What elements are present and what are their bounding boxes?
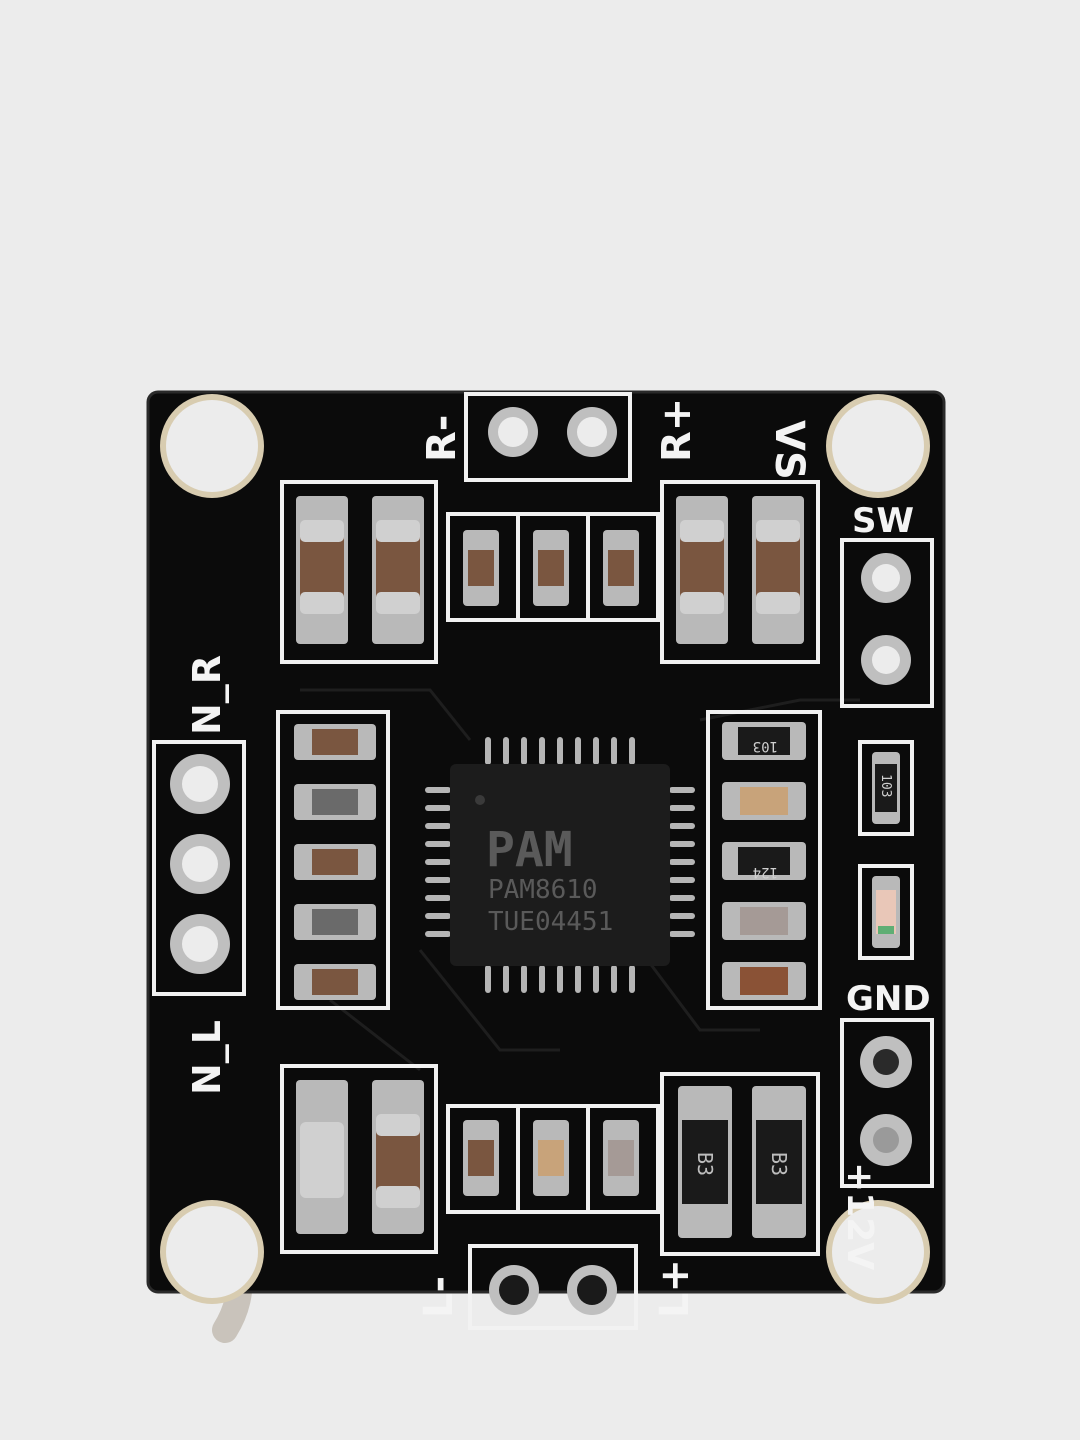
capacitor-group-top-middle bbox=[446, 512, 660, 622]
mounting-holes bbox=[160, 394, 930, 1304]
resistor-code: 103 bbox=[753, 738, 778, 754]
connector-power bbox=[840, 1018, 934, 1188]
label-n-l: N_L bbox=[185, 1020, 229, 1095]
label-plus-12v: +12V bbox=[839, 1162, 880, 1270]
mounting-hole bbox=[826, 394, 930, 498]
connector-left-speaker bbox=[468, 1244, 638, 1330]
capacitor-group-bottom-middle bbox=[446, 1104, 660, 1214]
capacitor-group-top-right bbox=[660, 480, 820, 664]
label-sw: SW bbox=[852, 501, 914, 541]
mounting-hole bbox=[826, 1200, 930, 1304]
label-vs: VS bbox=[766, 420, 812, 480]
chip-logo: PAM bbox=[486, 822, 573, 878]
resistor-code: 103 bbox=[878, 774, 893, 797]
label-r-minus: R- bbox=[419, 415, 465, 462]
chip-lot: TUE04451 bbox=[488, 907, 613, 937]
diode-code: B3 bbox=[767, 1152, 791, 1176]
capacitor-group-top-left bbox=[280, 480, 438, 664]
chip-model: PAM8610 bbox=[488, 875, 598, 905]
diode-group: B3 B3 bbox=[660, 1072, 820, 1256]
connector-right-speaker bbox=[464, 392, 632, 482]
label-r-plus: R+ bbox=[654, 398, 700, 462]
amplifier-chip: PAM PAM8610 TUE04451 bbox=[425, 737, 695, 993]
capacitor-column-left bbox=[276, 710, 390, 1010]
resistor-vertical: 103 bbox=[858, 740, 914, 836]
label-n-r: N_R bbox=[185, 655, 229, 735]
diode-code: B3 bbox=[693, 1152, 717, 1176]
connector-switch bbox=[840, 538, 934, 708]
connector-input bbox=[152, 740, 246, 996]
capacitor-group-bottom-left bbox=[280, 1064, 438, 1254]
component-column-right: 103 124 bbox=[706, 710, 822, 1010]
label-l-plus: L+ bbox=[652, 1259, 698, 1318]
status-led bbox=[858, 864, 914, 960]
label-gnd: GND bbox=[846, 979, 931, 1019]
mounting-hole bbox=[160, 1200, 264, 1304]
label-l-minus: L- bbox=[416, 1276, 462, 1318]
mounting-hole bbox=[160, 394, 264, 498]
resistor-code: 124 bbox=[753, 864, 778, 880]
